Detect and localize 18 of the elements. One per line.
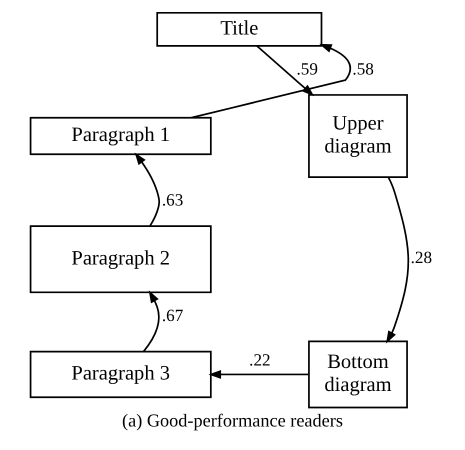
node-box: Bottom diagram — [308, 340, 408, 408]
arrow — [142, 290, 160, 352]
arrow — [386, 176, 410, 344]
node-box: Paragraph 3 — [30, 350, 212, 398]
edge-label: .59 — [296, 59, 318, 78]
edge-label: .58 — [352, 59, 374, 78]
node-box: Paragraph 2 — [30, 225, 212, 294]
node-box: Title — [156, 12, 322, 47]
caption: (a) Good-performance readers — [122, 410, 343, 431]
arrow — [190, 44, 352, 119]
node-box: Paragraph 1 — [30, 116, 212, 156]
arrow — [134, 152, 160, 226]
edge-label: .28 — [410, 248, 432, 268]
edge-label: .63 — [162, 190, 184, 210]
node-box: Upper diagram — [308, 94, 408, 178]
edge-label: .22 — [249, 350, 271, 370]
arrow — [208, 370, 309, 379]
edge-label: .67 — [162, 306, 184, 325]
